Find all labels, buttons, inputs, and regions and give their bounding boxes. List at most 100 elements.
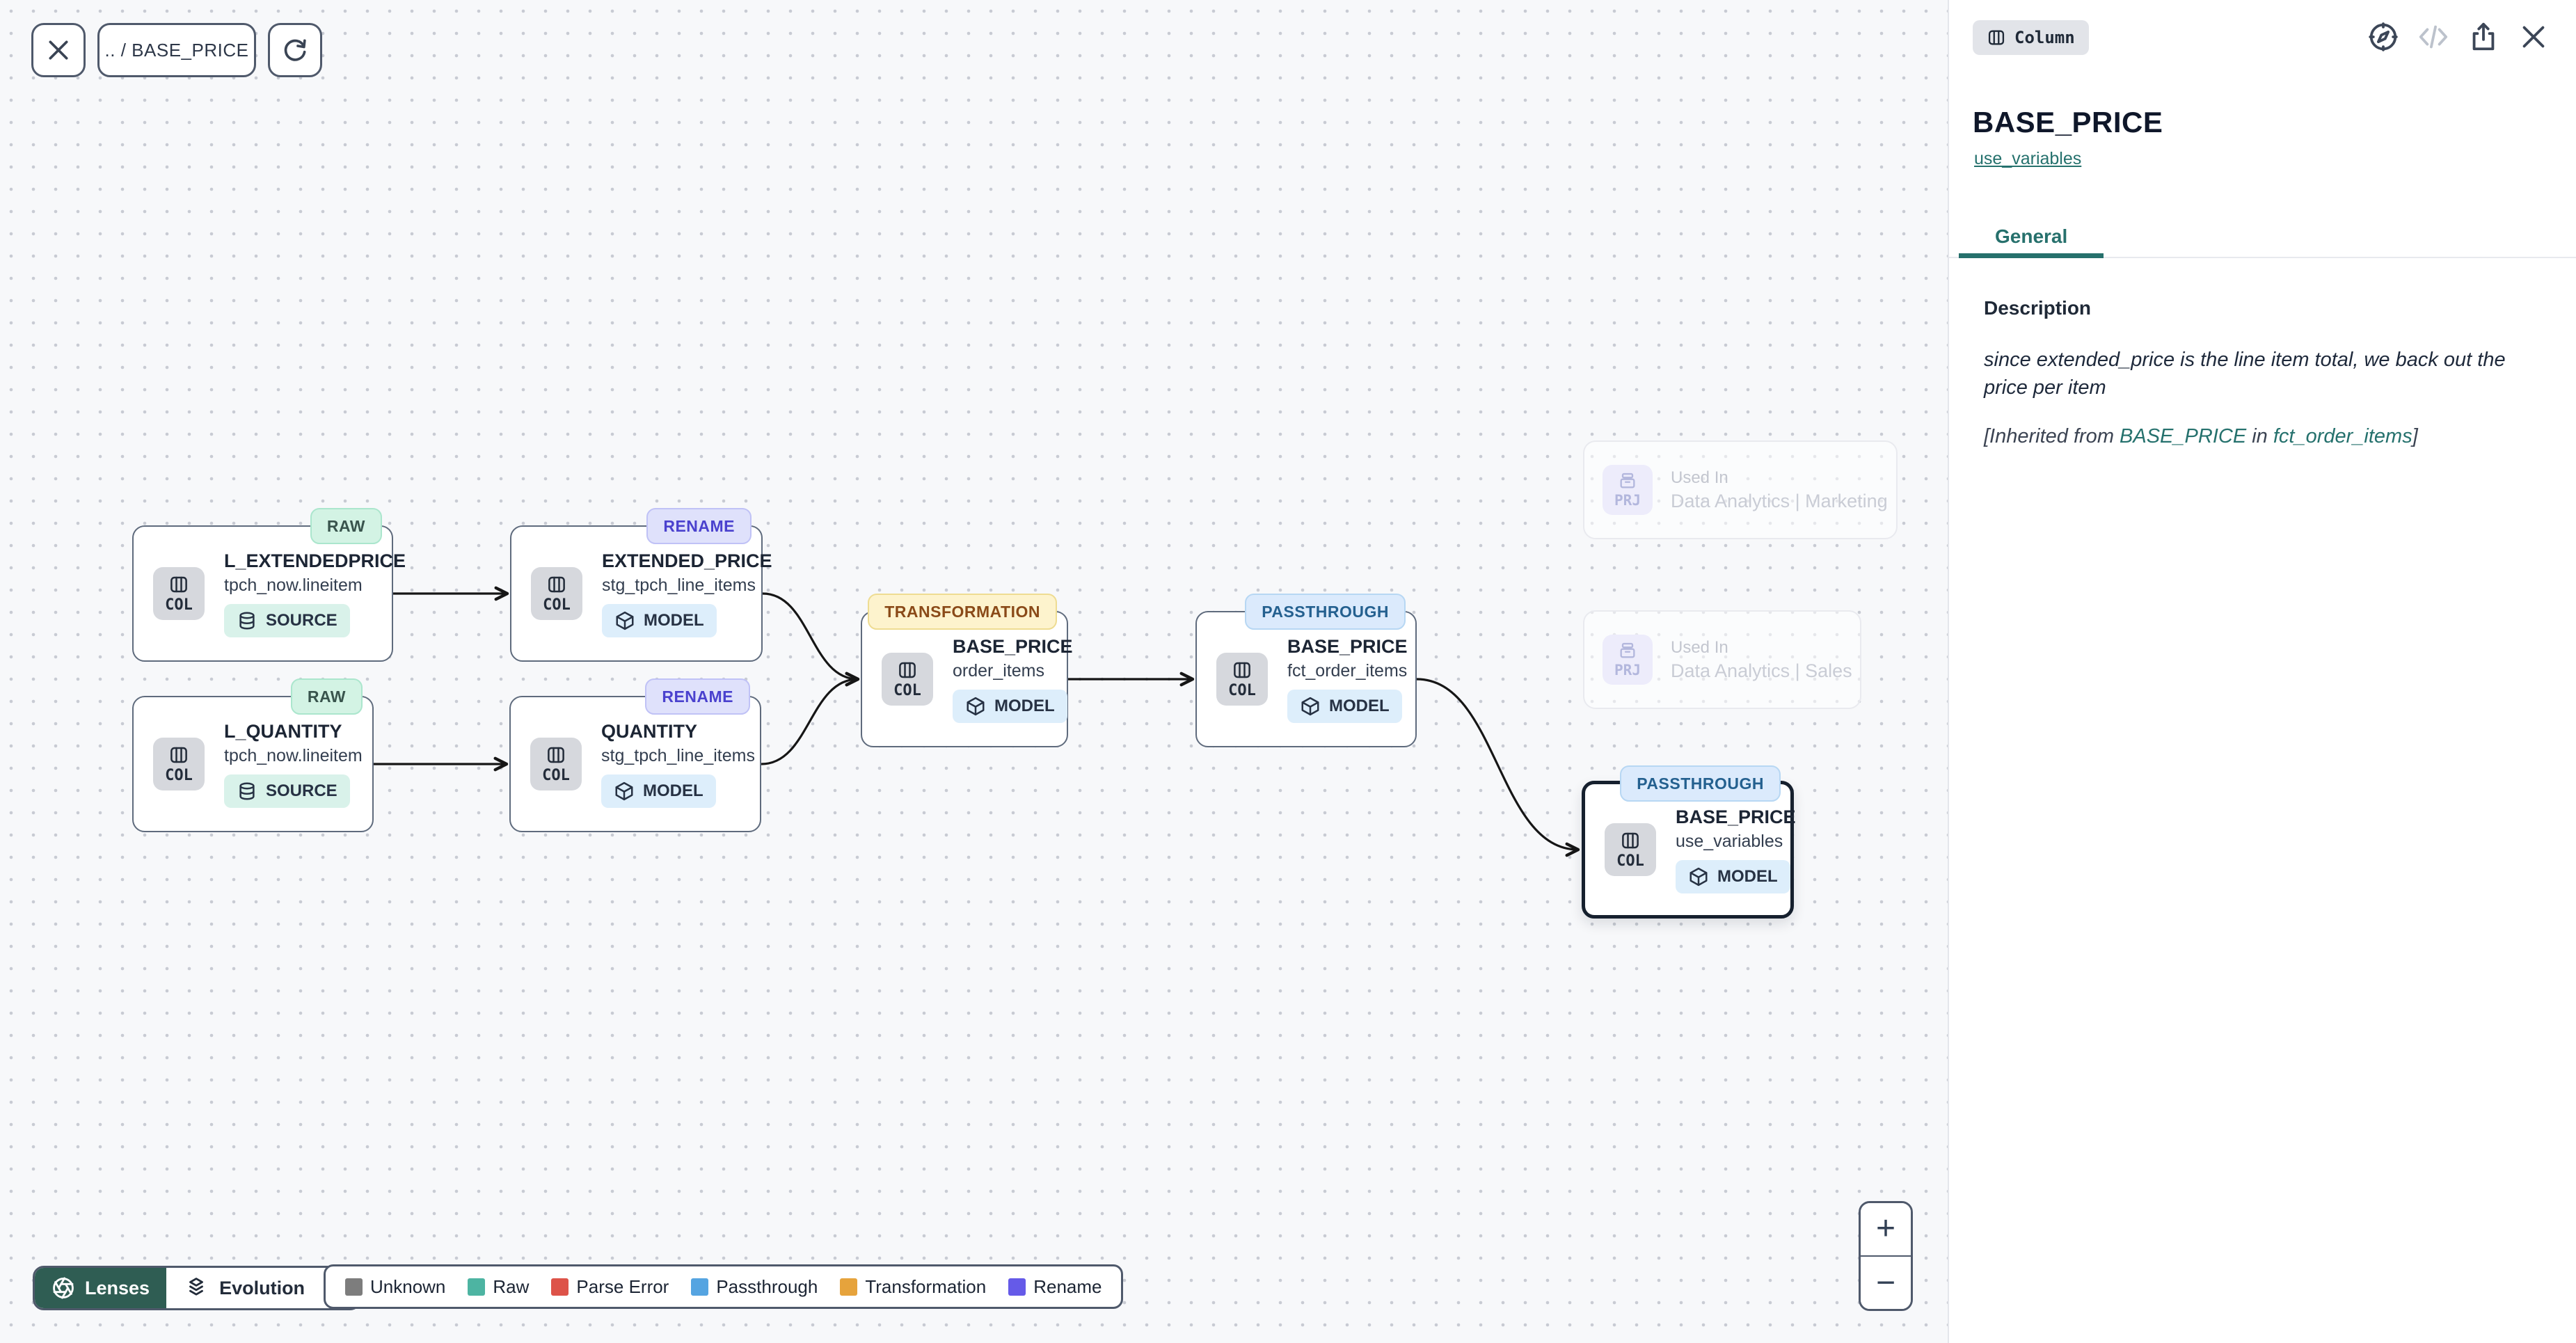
legend-swatch	[1008, 1278, 1026, 1296]
column-icon	[1620, 830, 1641, 851]
column-type-chip: COL	[530, 738, 582, 790]
lineage-node[interactable]: RAW COL L_EXTENDEDPRICE tpch_now.lineite…	[132, 508, 406, 662]
inherited-model-link[interactable]: fct_order_items	[2273, 425, 2412, 448]
breadcrumb[interactable]: .. / BASE_PRICE	[97, 23, 256, 77]
lens-legend: Unknown Raw Parse Error Passthrough Tran…	[324, 1264, 1124, 1309]
evolution-badge: RAW	[310, 508, 382, 544]
cube-icon	[614, 781, 635, 802]
column-type-chip: COL	[1605, 823, 1656, 876]
refresh-icon	[284, 39, 306, 61]
used-in-label: Used In	[1671, 468, 1728, 487]
zoom-in-button[interactable]: +	[1861, 1203, 1911, 1255]
evolution-badge: PASSTHROUGH	[1245, 594, 1406, 630]
node-subtitle: stg_tpch_line_items	[602, 575, 756, 595]
evolution-badge: RENAME	[646, 508, 752, 544]
inherited-note: [Inherited from BASE_PRICE in fct_order_…	[1984, 425, 2541, 448]
panel-tabs: General	[1949, 216, 2576, 258]
lenses-label: Lenses	[85, 1277, 150, 1298]
share-button[interactable]	[2467, 21, 2499, 53]
lens-mode-label: Evolution	[219, 1277, 305, 1298]
column-type-chip: COL	[531, 567, 582, 620]
column-chip-label: COL	[893, 681, 921, 699]
legend-swatch	[691, 1278, 709, 1296]
project-chip-label: PRJ	[1614, 492, 1641, 509]
column-chip-label: COL	[1228, 681, 1256, 699]
inherited-column-link[interactable]: BASE_PRICE	[2120, 425, 2247, 448]
lineage-node[interactable]: RENAME COL QUANTITY stg_tpch_line_items …	[509, 678, 761, 832]
tab-general[interactable]: General	[1959, 216, 2104, 258]
explore-button[interactable]	[2367, 21, 2399, 53]
cube-icon	[965, 696, 986, 717]
lenses-bar: Lenses Evolution	[33, 1266, 362, 1310]
refresh-button[interactable]	[268, 23, 322, 77]
column-type-chip: COL	[153, 567, 205, 620]
description-text: since extended_price is the line item to…	[1984, 349, 2506, 399]
close-panel-button[interactable]	[2518, 21, 2550, 53]
evolution-badge: TRANSFORMATION	[868, 594, 1057, 630]
database-icon	[237, 781, 257, 802]
lineage-edges	[374, 586, 1580, 857]
node-subtitle: tpch_now.lineitem	[224, 575, 363, 595]
lineage-node[interactable]: RENAME COL EXTENDED_PRICE stg_tpch_line_…	[510, 508, 772, 662]
close-graph-button[interactable]	[31, 23, 86, 77]
node-title: L_EXTENDEDPRICE	[224, 550, 406, 571]
project-chip: PRJ	[1603, 465, 1653, 515]
divider	[1861, 1255, 1911, 1257]
project-icon	[1618, 641, 1637, 660]
used-in-card[interactable]: PRJ Used In Data Analytics | Marketing	[1583, 440, 1898, 539]
column-chip-label: COL	[165, 766, 193, 784]
lenses-button[interactable]: Lenses	[35, 1268, 167, 1308]
legend-swatch	[840, 1278, 858, 1296]
used-in-card[interactable]: PRJ Used In Data Analytics | Sales	[1583, 610, 1861, 709]
asset-kind-label: MODEL	[1717, 866, 1778, 886]
code-icon	[2419, 25, 2448, 49]
legend-swatch	[468, 1278, 486, 1296]
lineage-node[interactable]: PASSTHROUGH COL BASE_PRICE use_variables…	[1582, 765, 1796, 919]
node-title: EXTENDED_PRICE	[602, 550, 772, 571]
legend-label: Rename	[1033, 1276, 1102, 1297]
project-chip: PRJ	[1603, 635, 1653, 685]
node-title: BASE_PRICE	[953, 635, 1073, 657]
column-chip-label: COL	[543, 596, 571, 614]
used-in-label: Used In	[1671, 637, 1728, 657]
column-icon	[546, 745, 566, 765]
legend-label: Parse Error	[576, 1276, 669, 1297]
zoom-out-button[interactable]: −	[1861, 1257, 1911, 1309]
used-in-value: Data Analytics | Sales	[1671, 660, 1852, 681]
column-type-chip: COL	[153, 738, 205, 790]
legend-item: Raw	[468, 1276, 529, 1298]
lineage-canvas[interactable]: .. / BASE_PRICE RAW COL L_EXTENDEDPRICE …	[0, 0, 1948, 1343]
share-icon	[2472, 22, 2495, 51]
asset-kind-chip: MODEL	[1676, 859, 1790, 893]
view-code-button[interactable]	[2417, 21, 2449, 53]
legend-swatch	[345, 1278, 363, 1296]
legend-label: Raw	[493, 1276, 530, 1297]
lineage-edge	[1416, 678, 1580, 857]
legend-label: Passthrough	[716, 1276, 818, 1297]
details-panel: Column BASE_PRICE use_variables General …	[1948, 0, 2576, 1343]
legend-label: Transformation	[865, 1276, 987, 1297]
lineage-node[interactable]: PASSTHROUGH COL BASE_PRICE fct_order_ite…	[1195, 594, 1417, 747]
lineage-node[interactable]: TRANSFORMATION COL BASE_PRICE order_item…	[861, 594, 1073, 747]
column-chip-label: COL	[1616, 852, 1644, 870]
column-chip-label: COL	[165, 596, 193, 614]
column-type-chip: COL	[882, 653, 933, 706]
asset-kind-label: MODEL	[1329, 696, 1390, 715]
used-in-value: Data Analytics | Marketing	[1671, 490, 1888, 511]
legend-item: Transformation	[840, 1276, 986, 1298]
node-subtitle: use_variables	[1676, 831, 1783, 851]
model-link[interactable]: use_variables	[1974, 149, 2082, 168]
lineage-node[interactable]: RAW COL L_QUANTITY tpch_now.lineitem SOU…	[132, 678, 374, 832]
entity-type-chip: Column	[1973, 20, 2089, 55]
node-title: BASE_PRICE	[1287, 635, 1408, 657]
page-title: BASE_PRICE	[1973, 106, 2163, 138]
column-icon	[168, 574, 189, 595]
asset-kind-chip: MODEL	[1287, 689, 1402, 723]
cube-icon	[1688, 866, 1709, 887]
node-subtitle: tpch_now.lineitem	[224, 745, 363, 765]
column-icon	[546, 574, 567, 595]
legend-item: Rename	[1008, 1276, 1102, 1298]
legend-swatch	[551, 1278, 569, 1296]
asset-kind-chip: MODEL	[602, 603, 717, 637]
node-subtitle: stg_tpch_line_items	[601, 745, 755, 765]
